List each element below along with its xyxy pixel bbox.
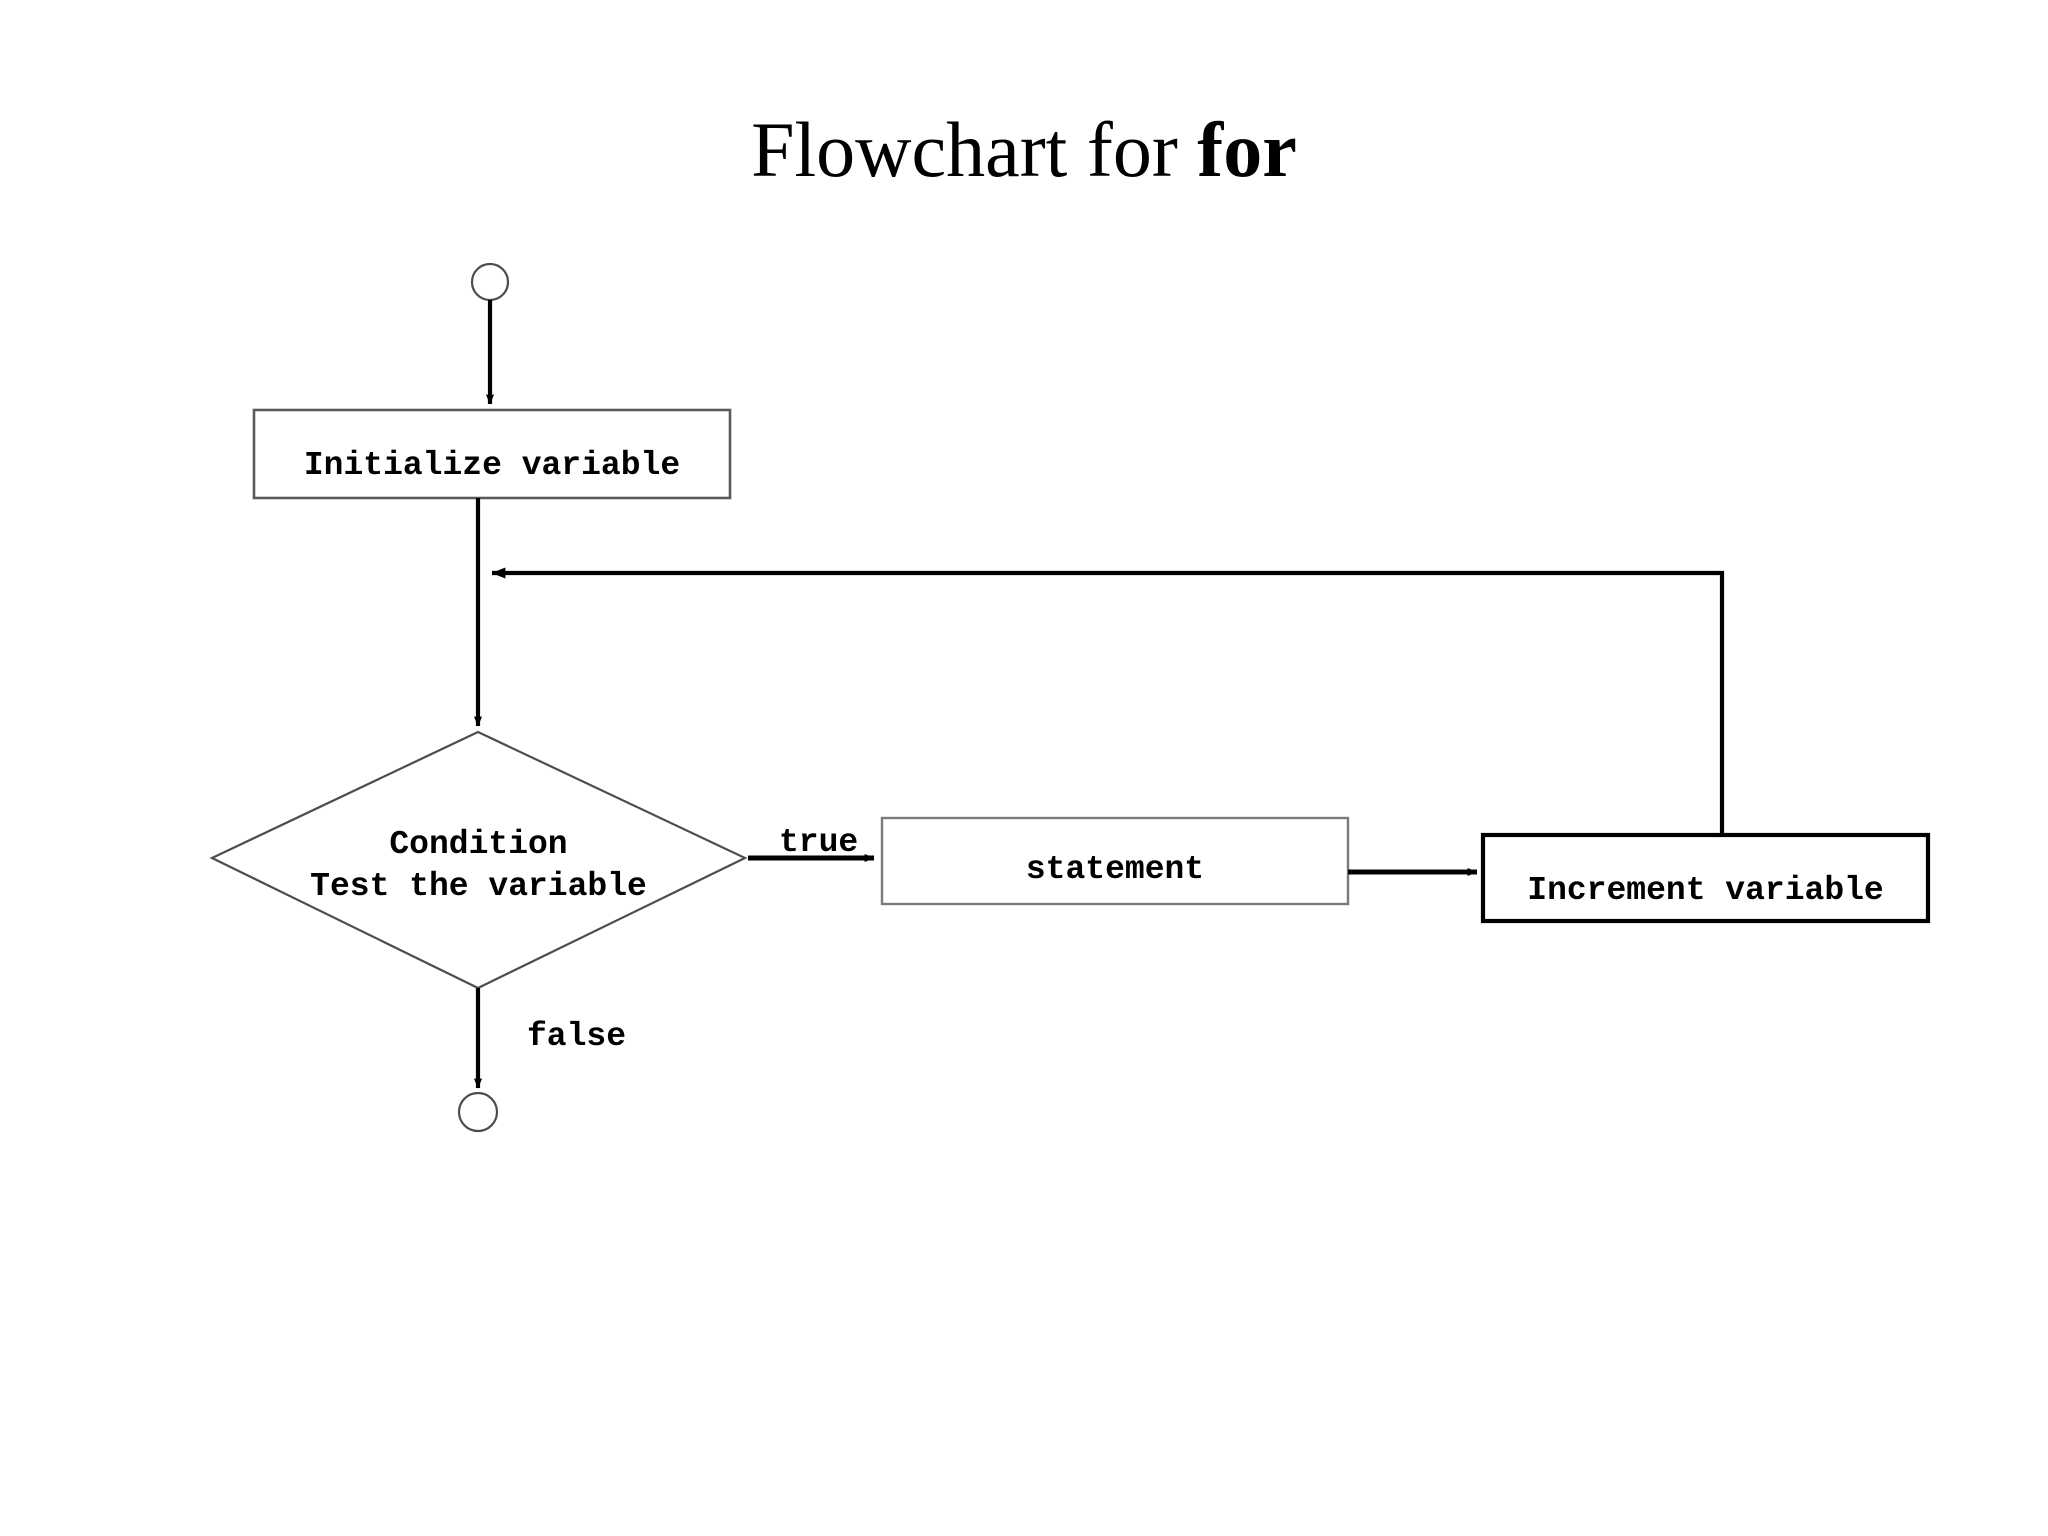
statement-box: [880, 816, 1350, 906]
initialize-variable-box: [252, 408, 732, 500]
page-title-prefix: Flowchart for: [751, 106, 1198, 193]
end-node: [457, 1091, 499, 1133]
page-title: Flowchart for for: [0, 104, 2048, 196]
condition-decision-diamond: [209, 730, 748, 990]
start-node: [470, 262, 510, 302]
increment-variable-box: [1480, 832, 1931, 924]
page-title-keyword: for: [1197, 106, 1297, 193]
edge-label-false: false: [527, 1018, 627, 1055]
edge-increment-to-condition-loop: [491, 567, 1725, 833]
edge-label-true: true: [779, 824, 859, 861]
